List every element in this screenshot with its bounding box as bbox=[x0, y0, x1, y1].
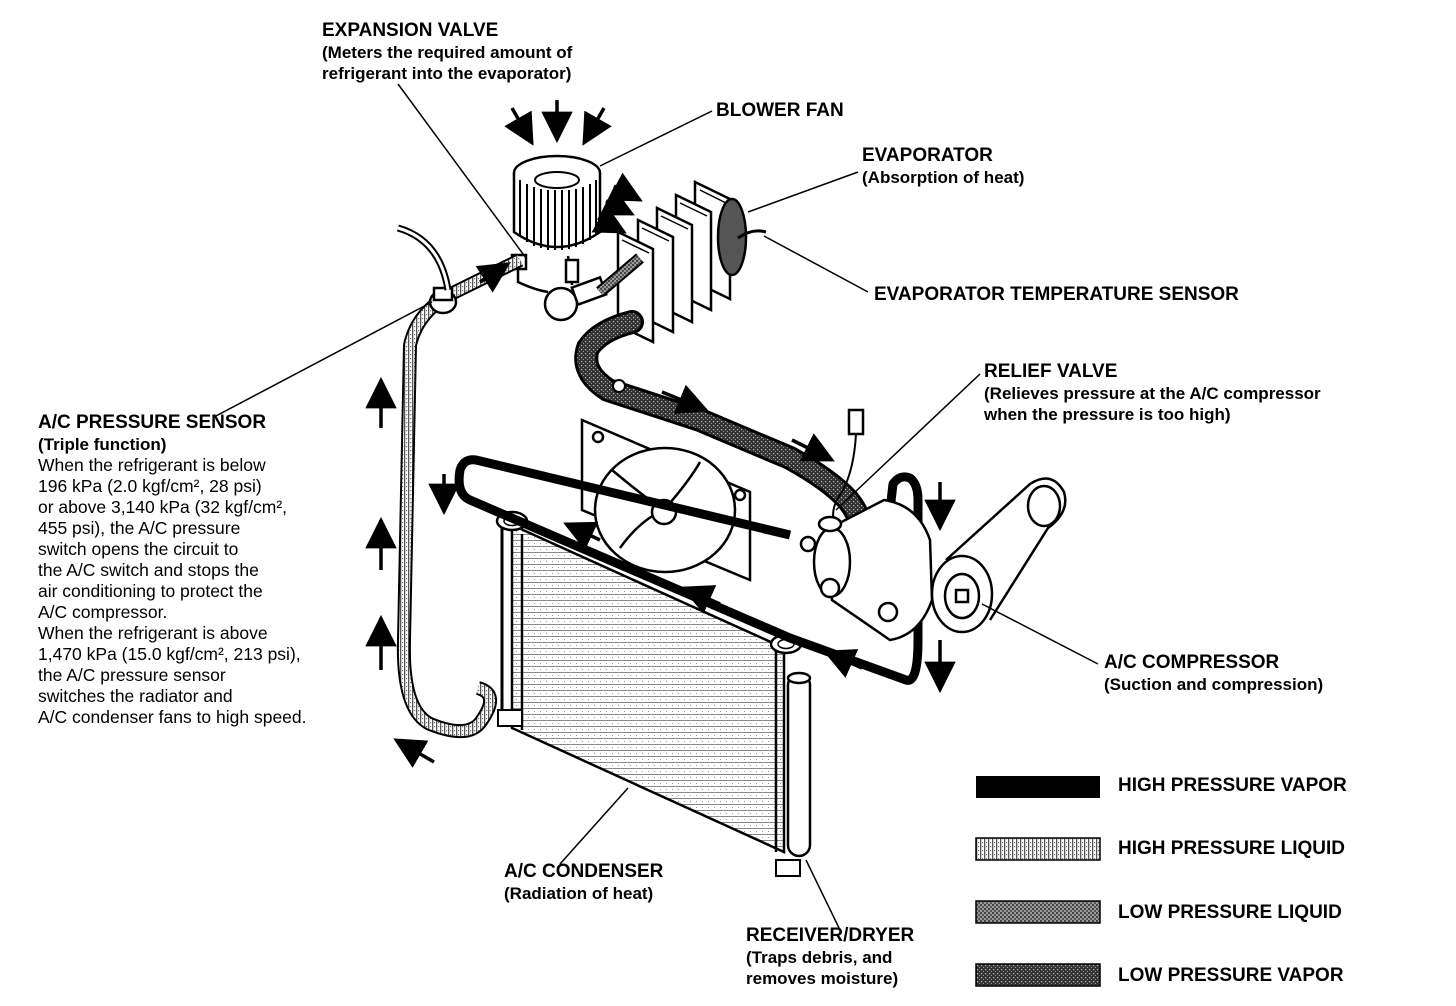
evaporator-title: EVAPORATOR bbox=[862, 145, 993, 166]
pressure-sensor-line: switches the radiator and bbox=[38, 686, 233, 706]
evaporator bbox=[616, 180, 748, 344]
legend-swatch-high-pressure-liquid bbox=[975, 837, 1101, 861]
expansion-valve-line2: refrigerant into the evaporator) bbox=[322, 64, 572, 83]
label-expansion-valve: EXPANSION VALVE (Meters the required amo… bbox=[322, 20, 572, 84]
pressure-sensor-line: When the refrigerant is above bbox=[38, 623, 268, 643]
receiver-dryer bbox=[786, 671, 812, 858]
blower-fan-title: BLOWER FAN bbox=[716, 100, 844, 121]
receiver-dryer-line2: removes moisture) bbox=[746, 969, 899, 988]
evap-temp-sensor-probe bbox=[737, 229, 767, 240]
label-relief-valve: RELIEF VALVE (Relieves pressure at the A… bbox=[984, 361, 1321, 425]
legend-label-high-pressure-liquid: HIGH PRESSURE LIQUID bbox=[1118, 838, 1345, 859]
legend-swatch-low-pressure-liquid bbox=[975, 900, 1101, 924]
relief-valve-title: RELIEF VALVE bbox=[984, 361, 1118, 382]
pressure-sensor-wire bbox=[396, 224, 452, 291]
pressure-sensor-line: When the refrigerant is below bbox=[38, 455, 266, 475]
blower-fan bbox=[512, 154, 602, 250]
legend-label-high-pressure-vapor: HIGH PRESSURE VAPOR bbox=[1118, 775, 1347, 796]
discharge-line bbox=[454, 455, 923, 685]
compressor-sub: (Suction and compression) bbox=[1104, 675, 1324, 694]
legend-label-low-pressure-vapor: LOW PRESSURE VAPOR bbox=[1118, 965, 1344, 986]
relief-valve-line1: (Relieves pressure at the A/C compressor bbox=[984, 384, 1321, 403]
flow-arrows bbox=[365, 262, 956, 768]
pressure-sensor-line: the A/C switch and stops the bbox=[38, 560, 259, 580]
airflow-arrows-top bbox=[504, 100, 612, 146]
legend-label-low-pressure-liquid: LOW PRESSURE LIQUID bbox=[1118, 902, 1342, 923]
expansion-valve bbox=[510, 253, 608, 322]
label-receiver-dryer: RECEIVER/DRYER (Traps debris, and remove… bbox=[746, 925, 914, 989]
airflow-arrows-evaporator bbox=[591, 172, 643, 234]
liquid-line bbox=[398, 255, 523, 736]
ac-compressor bbox=[799, 477, 1067, 642]
radiator-fan bbox=[580, 418, 752, 582]
label-compressor: A/C COMPRESSOR (Suction and compression) bbox=[1104, 652, 1323, 695]
relief-valve-line2: when the pressure is too high) bbox=[984, 405, 1231, 424]
compressor-title: A/C COMPRESSOR bbox=[1104, 652, 1280, 673]
pressure-sensor-title: A/C PRESSURE SENSOR bbox=[38, 412, 267, 433]
evaporator-sub: (Absorption of heat) bbox=[862, 168, 1025, 187]
pressure-sensor-line: 1,470 kPa (15.0 kgf/cm², 213 psi), bbox=[38, 644, 301, 664]
label-evap-temp-sensor: EVAPORATOR TEMPERATURE SENSOR bbox=[874, 284, 1239, 306]
pressure-sensor-line: A/C compressor. bbox=[38, 602, 168, 622]
receiver-dryer-line1: (Traps debris, and bbox=[746, 948, 893, 967]
label-evaporator: EVAPORATOR (Absorption of heat) bbox=[862, 145, 1024, 188]
condenser-sub: (Radiation of heat) bbox=[504, 884, 654, 903]
pressure-sensor-body bbox=[428, 286, 458, 315]
pressure-sensor-line: or above 3,140 kPa (32 kgf/cm², bbox=[38, 497, 288, 517]
legend-swatch-low-pressure-vapor bbox=[975, 963, 1101, 987]
pressure-sensor-line: 196 kPa (2.0 kgf/cm², 28 psi) bbox=[38, 476, 262, 496]
receiver-dryer-title: RECEIVER/DRYER bbox=[746, 925, 915, 946]
pressure-sensor-line: A/C condenser fans to high speed. bbox=[38, 707, 307, 727]
pressure-sensor-line: air conditioning to protect the bbox=[38, 581, 263, 601]
pressure-sensor-line: the A/C pressure sensor bbox=[38, 665, 226, 685]
label-pressure-sensor: A/C PRESSURE SENSOR (Triple function) Wh… bbox=[38, 412, 307, 728]
relief-valve-connector bbox=[817, 408, 865, 533]
pressure-sensor-line: 455 psi), the A/C pressure bbox=[38, 518, 241, 538]
label-condenser: A/C CONDENSER (Radiation of heat) bbox=[504, 861, 663, 904]
service-port bbox=[612, 379, 626, 393]
pressure-sensor-line: switch opens the circuit to bbox=[38, 539, 239, 559]
suction-line bbox=[577, 313, 871, 537]
label-blower-fan: BLOWER FAN bbox=[716, 100, 844, 122]
evap-temp-sensor-title: EVAPORATOR TEMPERATURE SENSOR bbox=[874, 284, 1239, 305]
leader-lines bbox=[213, 83, 1099, 931]
legend-swatch-high-pressure-vapor bbox=[976, 776, 1100, 798]
pressure-sensor-sub: (Triple function) bbox=[38, 435, 167, 454]
expansion-valve-title: EXPANSION VALVE bbox=[322, 20, 499, 41]
expansion-valve-line1: (Meters the required amount of bbox=[322, 43, 573, 62]
condenser-title: A/C CONDENSER bbox=[504, 861, 664, 882]
